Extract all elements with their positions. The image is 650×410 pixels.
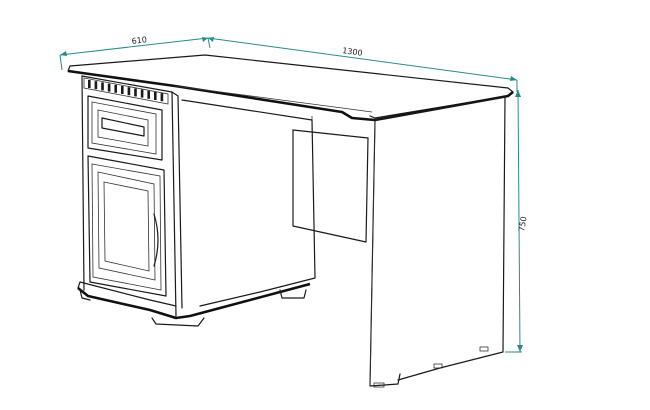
frieze-slot — [94, 81, 98, 90]
height-dimension-label: 750 — [517, 216, 529, 233]
modesty-panel — [292, 116, 369, 243]
pedestal-base — [77, 281, 311, 327]
frieze-slot — [114, 84, 117, 93]
base-foot-left — [79, 289, 91, 301]
frieze-slot — [121, 86, 124, 94]
frieze-slot — [154, 92, 157, 100]
frieze-slot — [88, 80, 91, 88]
frieze-slot — [127, 87, 131, 96]
height-dimension: 750 — [505, 89, 529, 353]
base-foot-front — [151, 317, 205, 327]
cabinet-door — [87, 155, 167, 297]
door-handle-icon[interactable] — [153, 213, 159, 267]
top-drawer — [87, 95, 163, 161]
frieze-slot — [101, 82, 104, 91]
right-side-panel — [369, 96, 506, 388]
frieze-slot — [140, 89, 144, 98]
frieze-slot — [160, 93, 164, 102]
width-dimension-label: 1300 — [342, 46, 363, 58]
depth-dimension-label: 610 — [131, 35, 147, 46]
depth-dimension: 610 — [59, 35, 211, 71]
frieze-slot — [147, 90, 150, 99]
frieze-slot — [107, 83, 111, 92]
base-foot-back — [279, 289, 307, 299]
tabletop — [67, 54, 514, 122]
pedestal-cabinet — [81, 75, 316, 317]
frieze-slot — [134, 88, 137, 97]
drawer-handle-icon[interactable] — [101, 117, 145, 137]
width-dimension: 1300 — [207, 37, 518, 92]
decorative-frieze — [83, 77, 169, 105]
